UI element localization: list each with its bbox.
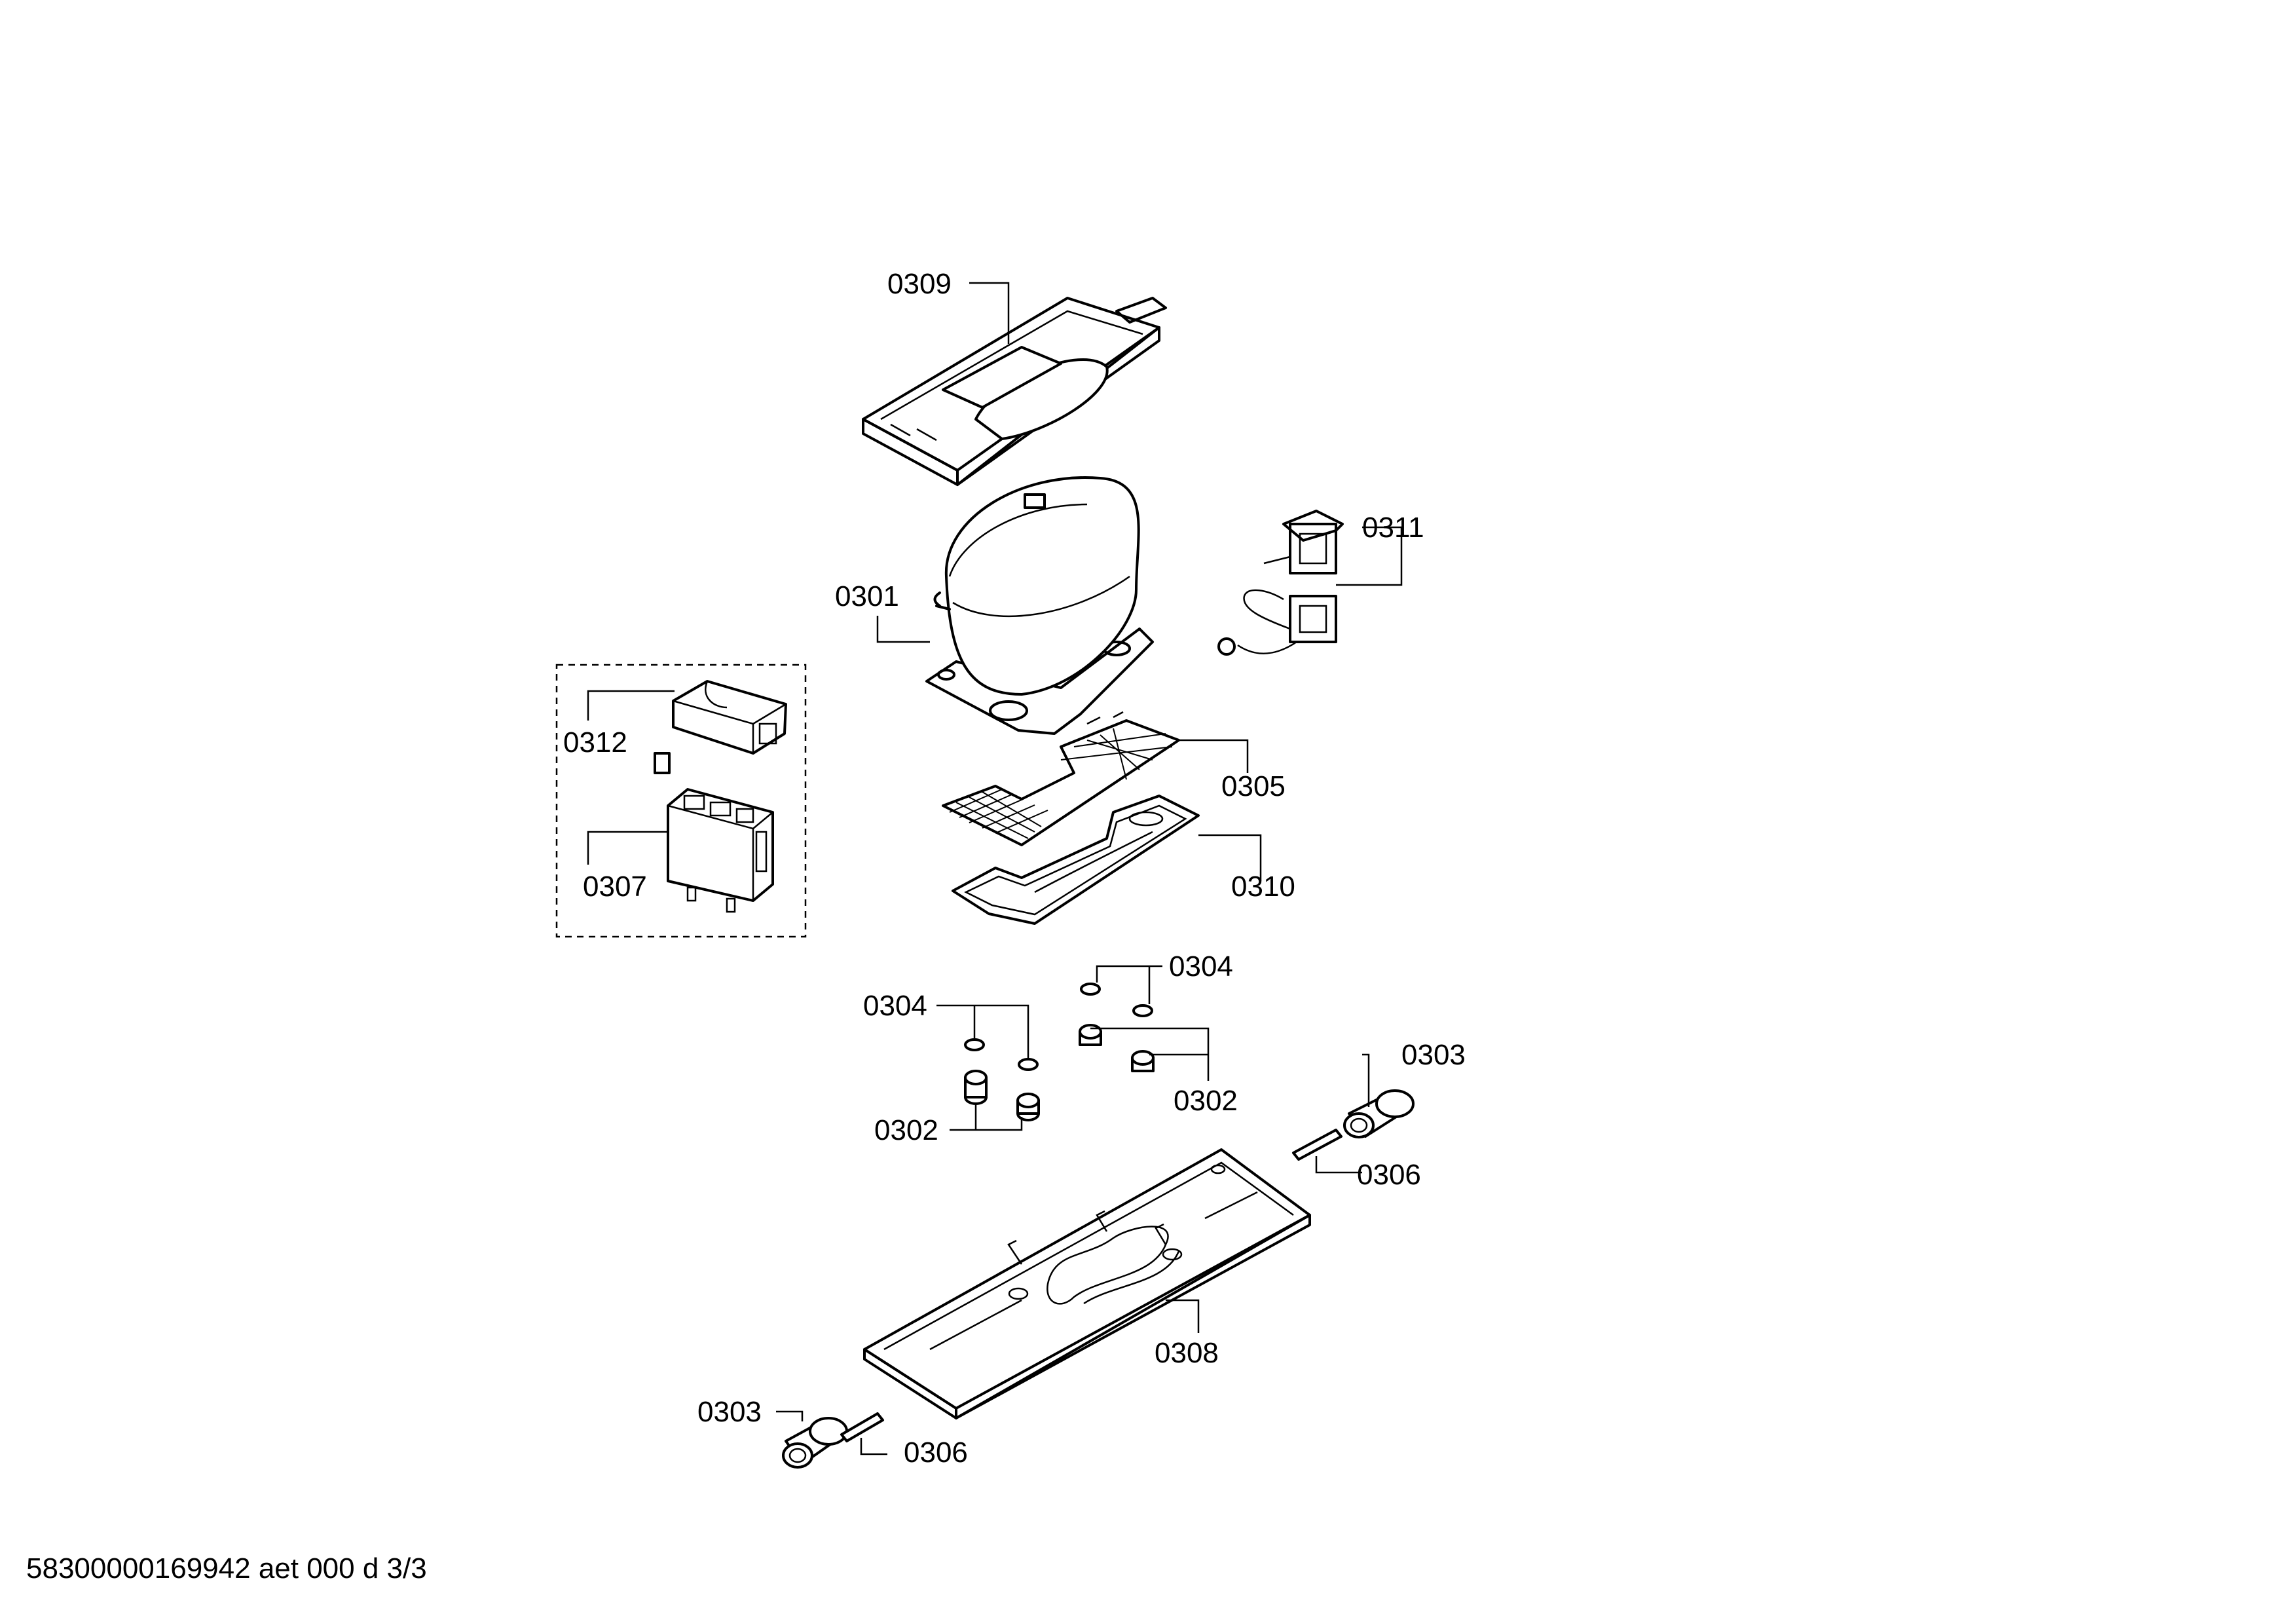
part-0304-washers[interactable] bbox=[964, 983, 1153, 1071]
label-0301[interactable]: 0301 bbox=[835, 580, 899, 612]
label-0303-upper[interactable]: 0303 bbox=[1401, 1039, 1466, 1071]
part-0311-relay[interactable] bbox=[1217, 510, 1344, 656]
document-id-footer: 58300000169942 aet 000 d 3/3 bbox=[26, 1552, 427, 1585]
electronics-group-frame bbox=[555, 664, 807, 938]
label-0305[interactable]: 0305 bbox=[1221, 770, 1286, 802]
part-0303-foot-upper[interactable] bbox=[1343, 1089, 1415, 1138]
label-0312[interactable]: 0312 bbox=[563, 726, 627, 759]
part-0309-cover-tray[interactable] bbox=[862, 297, 1167, 486]
part-0302-grommets[interactable] bbox=[964, 1024, 1155, 1121]
label-0302-right[interactable]: 0302 bbox=[1174, 1085, 1238, 1117]
label-0304-left[interactable]: 0304 bbox=[863, 990, 927, 1022]
part-0312-cover[interactable] bbox=[672, 680, 787, 755]
leader-lines bbox=[587, 282, 1403, 1455]
part-0306-pin-lower[interactable] bbox=[840, 1412, 884, 1442]
label-0304-right[interactable]: 0304 bbox=[1169, 950, 1233, 983]
part-0303-foot-lower[interactable] bbox=[782, 1417, 848, 1469]
label-0308[interactable]: 0308 bbox=[1155, 1337, 1219, 1369]
part-0306-pin-upper[interactable] bbox=[1292, 1129, 1342, 1161]
part-0305-grid-mat[interactable] bbox=[942, 711, 1180, 846]
label-0311[interactable]: 0311 bbox=[1362, 512, 1424, 544]
label-0302-left[interactable]: 0302 bbox=[874, 1114, 938, 1146]
label-0303-lower[interactable]: 0303 bbox=[697, 1396, 762, 1428]
label-0309[interactable]: 0309 bbox=[887, 268, 952, 300]
label-0306-upper[interactable]: 0306 bbox=[1357, 1159, 1421, 1191]
callout-labels: 0309 0311 0301 0312 0305 0307 0310 0304 … bbox=[563, 268, 1466, 1469]
part-0301-compressor[interactable] bbox=[925, 476, 1154, 735]
part-0310-drip-tray[interactable] bbox=[952, 795, 1200, 925]
label-0310[interactable]: 0310 bbox=[1231, 871, 1295, 903]
label-0306-lower[interactable]: 0306 bbox=[904, 1436, 968, 1469]
part-0308-base-plate[interactable] bbox=[863, 1148, 1311, 1419]
part-0307-electronic-module[interactable] bbox=[654, 752, 774, 913]
label-0307[interactable]: 0307 bbox=[583, 871, 647, 903]
